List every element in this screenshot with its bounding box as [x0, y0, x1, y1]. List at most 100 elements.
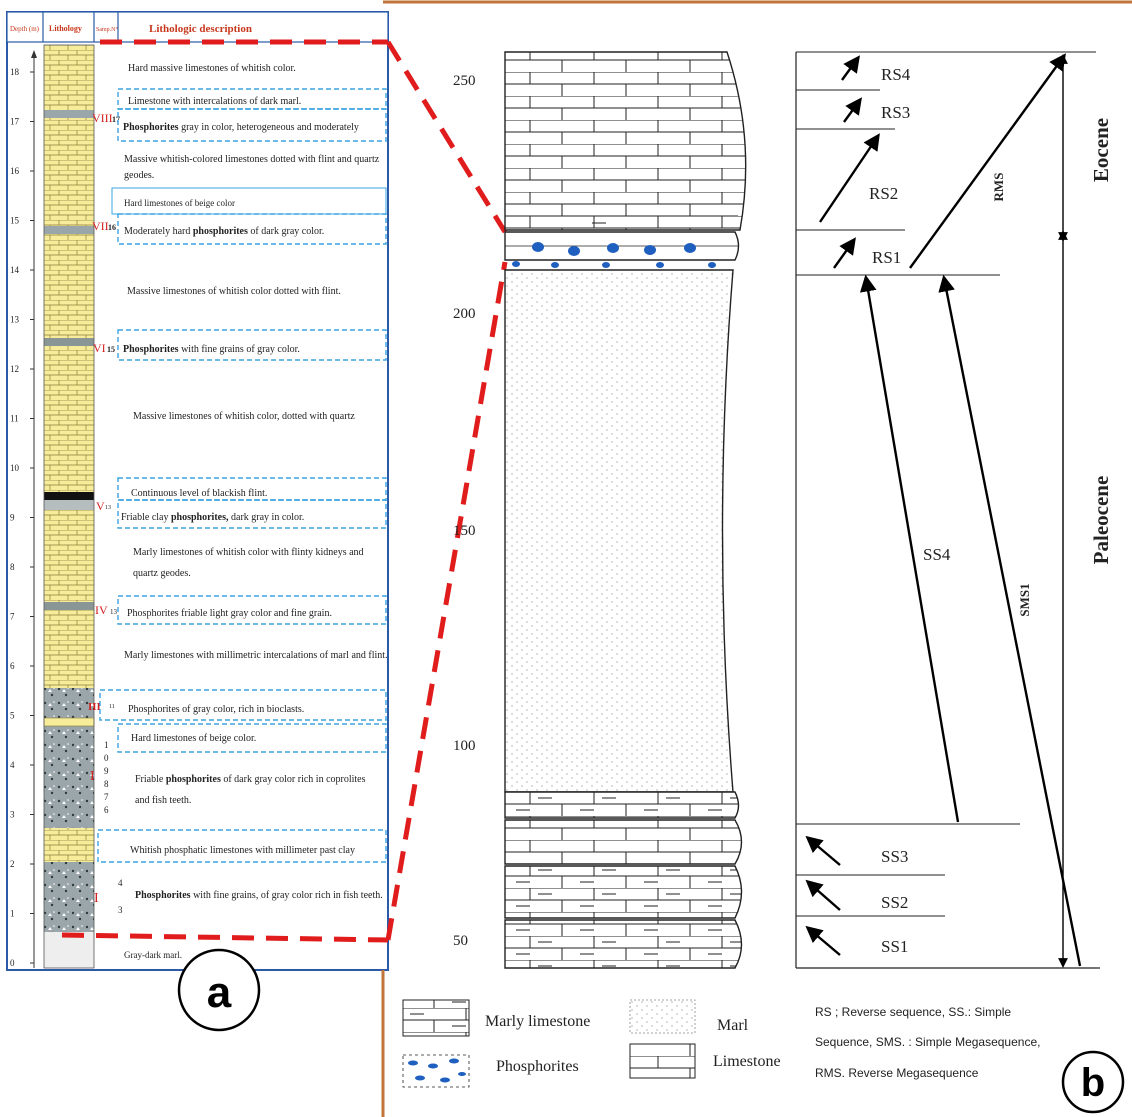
depth-tick-label: 11: [10, 414, 19, 424]
depth-tick-label: 4: [10, 760, 15, 770]
description: Limestone with intercalations of dark ma…: [128, 96, 301, 107]
legend-swatch-marly-limestone: [403, 1000, 469, 1036]
sequence-arrows: [808, 56, 1080, 966]
sample-numeral: VIII: [92, 111, 113, 125]
description: Massive limestones of whitish color, dot…: [133, 411, 355, 422]
beige-limestone-bed: [44, 718, 94, 726]
depth-tick-label: 12: [10, 364, 19, 374]
sequence-labels: RS4 RS3 RS2 RS1 SS4 SS3 SS2 SS1: [869, 65, 951, 956]
description: Phosphorites friable light gray color an…: [127, 608, 332, 619]
limestone-layer: [505, 820, 742, 864]
depth-ticks-b: 250 200 150 100 50: [453, 73, 476, 949]
label-ss4: SS4: [923, 545, 951, 564]
sample-numeral: IV: [95, 603, 108, 617]
depth-tick-label: 14: [10, 265, 20, 275]
sample-numeral: VI: [93, 341, 106, 355]
marly-limestone-layer: [505, 792, 739, 818]
description: Massive whitish-colored limestones dotte…: [124, 154, 380, 165]
depth-tick: 100: [453, 738, 476, 754]
phosphorite-bed-iv: [44, 602, 94, 610]
header-lithology: Lithology: [49, 24, 82, 33]
description: Phosphorites gray in color, heterogeneou…: [123, 122, 359, 133]
lithologic-column-b: [505, 52, 746, 968]
description: Gray-dark marl.: [124, 950, 182, 960]
depth-tick: 50: [453, 933, 468, 949]
legend-swatch-limestone: [630, 1044, 695, 1078]
sample-number: 8: [104, 779, 109, 789]
description: Hard massive limestones of whitish color…: [128, 63, 296, 74]
legend-swatch-marl: [630, 1000, 695, 1033]
phosphorite-bed-vii: [44, 226, 94, 234]
sample-number: 17: [112, 115, 120, 124]
depth-tick-label: 16: [10, 166, 20, 176]
depth-tick-label: 15: [10, 216, 20, 226]
description: quartz geodes.: [133, 568, 191, 579]
panel-b-label: b: [1081, 1061, 1105, 1105]
description: Hard limestones of beige color.: [131, 733, 256, 744]
limestone-layer: [44, 45, 94, 688]
description: Massive limestones of whitish color dott…: [127, 286, 341, 297]
legend-swatch-phosphorites: [403, 1055, 469, 1087]
depth-tick-label: 18: [10, 67, 20, 77]
label-ss2: SS2: [881, 893, 908, 912]
description: Moderately hard phosphorites of dark gra…: [124, 226, 324, 237]
abbreviation-note: RS ; Reverse sequence, SS.: Simple Seque…: [815, 1005, 1040, 1080]
description: and fish teeth.: [135, 795, 191, 806]
sample-number: 15: [107, 345, 115, 354]
depth-tick-label: 6: [10, 661, 15, 671]
depth-tick-label: 8: [10, 562, 15, 572]
sample-number: 4: [118, 878, 123, 888]
description: Phosphorites with fine grains, of gray c…: [135, 890, 383, 901]
header-sample: Samp.N°: [96, 26, 119, 33]
depth-tick: 250: [453, 73, 476, 89]
label-sms1: SMS1: [1017, 583, 1032, 616]
sample-number: 7: [104, 792, 109, 802]
sample-numeral: III: [88, 701, 101, 713]
sample-number: 0: [104, 753, 109, 763]
sample-numeral: V: [96, 499, 105, 513]
description: Phosphorites of gray color, rich in bioc…: [128, 704, 304, 715]
description: Phosphorites with fine grains of gray co…: [123, 344, 300, 355]
description: Whitish phosphatic limestones with milli…: [130, 845, 355, 856]
sample-number: 1: [104, 740, 109, 750]
phosphorite-layer-base: [44, 862, 94, 932]
phosphorite-layer: [44, 688, 94, 828]
depth-tick-label: 3: [10, 810, 15, 820]
legend: Marly limestone Marl Phosphorites Limest…: [403, 1000, 781, 1087]
phosphorite-bed-vi: [44, 338, 94, 346]
depth-tick-label: 9: [10, 513, 15, 523]
depth-tick: 150: [453, 523, 476, 539]
sample-number: 13: [110, 608, 118, 616]
sample-number: 6: [104, 805, 109, 815]
limestone-top: [505, 52, 746, 230]
description: Hard limestones of beige color: [124, 198, 235, 208]
sample-number: 3: [118, 905, 123, 915]
sample-number: 9: [104, 766, 109, 776]
description: Friable phosphorites of dark gray color …: [135, 774, 366, 785]
label-ss3: SS3: [881, 847, 908, 866]
description: geodes.: [124, 170, 154, 181]
abbrev-line: RMS. Reverse Megasequence: [815, 1066, 979, 1080]
legend-marl: Marl: [717, 1017, 749, 1034]
header-description: Lithologic description: [149, 23, 252, 35]
sample-numeral: VII: [92, 219, 109, 233]
legend-marly-limestone: Marly limestone: [485, 1013, 590, 1030]
label-ss1: SS1: [881, 937, 908, 956]
abbrev-line: RS ; Reverse sequence, SS.: Simple: [815, 1005, 1011, 1019]
sample-number: 11: [109, 704, 115, 710]
marly-limestone-layer: [505, 920, 742, 968]
panel-a: Depth (m) Lithology Samp.N° Lithologic d…: [7, 12, 388, 1030]
description: Friable clay phosphorites, dark gray in …: [121, 512, 304, 523]
sample-number: 13: [105, 505, 111, 511]
depth-tick-label: 10: [10, 463, 20, 473]
depth-tick-label: 5: [10, 711, 15, 721]
label-paleocene: Paleocene: [1089, 476, 1113, 565]
description: Marly limestones with millimetric interc…: [124, 650, 388, 661]
depth-tick: 200: [453, 306, 476, 322]
abbrev-line: Sequence, SMS. : Simple Megasequence,: [815, 1035, 1040, 1049]
label-rs3: RS3: [881, 103, 910, 122]
legend-limestone: Limestone: [713, 1053, 781, 1070]
sample-numeral: I: [94, 891, 99, 906]
label-eocene: Eocene: [1089, 118, 1113, 182]
